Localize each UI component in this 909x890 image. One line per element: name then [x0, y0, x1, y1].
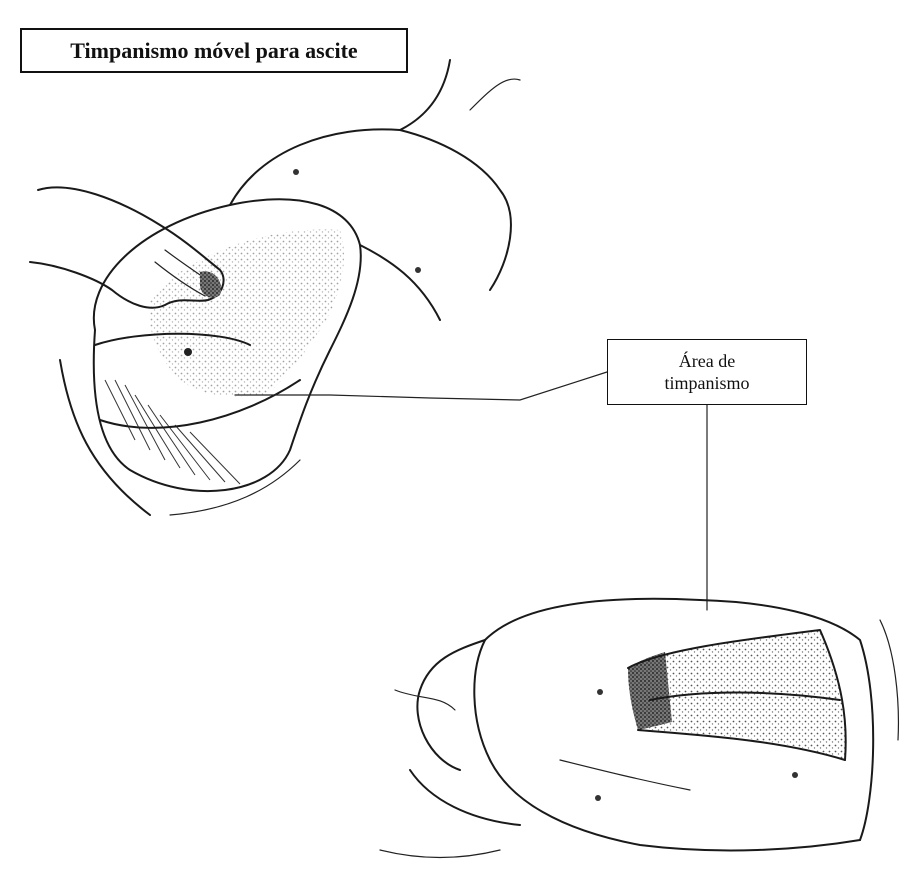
- nipple-lower-2: [595, 795, 601, 801]
- face-line: [395, 690, 455, 710]
- neck-line: [470, 79, 520, 110]
- callout-line-2: timpanismo: [665, 372, 750, 394]
- nipple-lower-1: [597, 689, 603, 695]
- ribcage-line: [560, 760, 690, 790]
- title-box: Timpanismo móvel para ascite: [20, 28, 408, 73]
- title-text: Timpanismo móvel para ascite: [70, 38, 357, 64]
- callout-line-1: Área de: [679, 350, 735, 372]
- shoulder-outline: [400, 130, 511, 290]
- bed-line: [380, 850, 500, 858]
- navel: [184, 348, 192, 356]
- chest-contour: [360, 245, 440, 320]
- chest-outline: [230, 60, 450, 205]
- lower-patient-figure: [380, 599, 898, 858]
- arm-outline: [410, 770, 520, 825]
- flank-hatching: [105, 380, 240, 484]
- navel-lower: [792, 772, 798, 778]
- hip-outline-lower: [880, 620, 898, 740]
- nipple-left: [293, 169, 299, 175]
- upper-patient-figure: [30, 60, 607, 515]
- callout-box: Área de timpanismo: [607, 339, 807, 405]
- tympany-shading-upper: [149, 230, 344, 397]
- nipple-right: [415, 267, 421, 273]
